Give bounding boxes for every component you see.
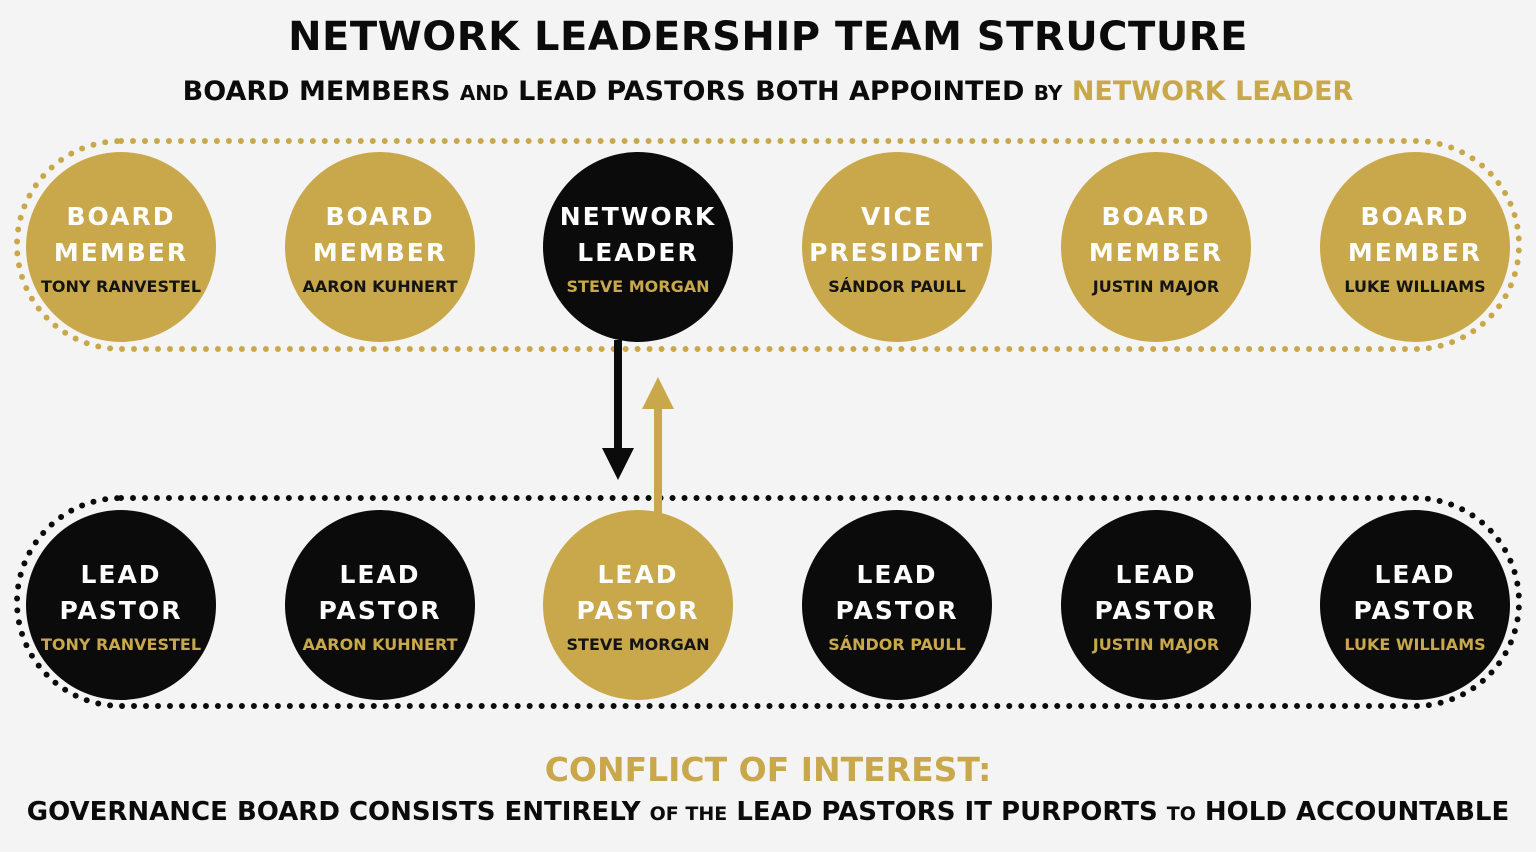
- role-line1: BOARD: [1101, 201, 1211, 231]
- down-arrow: [602, 340, 634, 480]
- person-name: AARON KUHNERT: [302, 276, 458, 296]
- up-arrow: [642, 377, 674, 515]
- subtitle-part1: BOARD MEMBERS: [182, 76, 451, 107]
- role-line1: LEAD: [856, 559, 938, 589]
- role-line1: NETWORK: [559, 201, 717, 231]
- pastor-circle: LEAD PASTOR LUKE WILLIAMS: [1320, 510, 1510, 700]
- page-subtitle: BOARD MEMBERS AND LEAD PASTORS BOTH APPO…: [0, 76, 1536, 107]
- role-line1: BOARD: [66, 201, 176, 231]
- person-name: JUSTIN MAJOR: [1092, 276, 1220, 296]
- role-line2: LEADER: [577, 237, 699, 267]
- person-name: LUKE WILLIAMS: [1344, 634, 1486, 654]
- pastor-circle: LEAD PASTOR TONY RANVESTEL: [26, 510, 216, 700]
- person-name: TONY RANVESTEL: [40, 276, 202, 296]
- role-line1: LEAD: [1374, 559, 1456, 589]
- conflict-statement: GOVERNANCE BOARD CONSISTS ENTIRELY OF TH…: [0, 797, 1536, 827]
- pastor-group-outline: [14, 495, 1522, 709]
- conflict-part5: HOLD ACCOUNTABLE: [1204, 797, 1510, 827]
- role-line1: LEAD: [597, 559, 679, 589]
- conflict-part4: TO: [1166, 803, 1196, 825]
- role-line1: LEAD: [80, 559, 162, 589]
- page-title: NETWORK LEADERSHIP TEAM STRUCTURE: [288, 14, 1248, 60]
- role-line1: VICE: [860, 201, 934, 231]
- board-group-outline: [14, 138, 1522, 352]
- pastor-circle: LEAD PASTOR JUSTIN MAJOR: [1061, 510, 1251, 700]
- board-circle: VICE PRESIDENT SÁNDOR PAULL: [802, 152, 992, 342]
- person-name: LUKE WILLIAMS: [1344, 276, 1486, 296]
- board-circle: NETWORK LEADER STEVE MORGAN: [543, 152, 733, 342]
- conflict-heading: CONFLICT OF INTEREST:: [544, 750, 992, 789]
- role-line2: PASTOR: [59, 595, 183, 625]
- conflict-part2: OF THE: [649, 803, 728, 825]
- board-circle: BOARD MEMBER AARON KUHNERT: [285, 152, 475, 342]
- board-circle: BOARD MEMBER LUKE WILLIAMS: [1320, 152, 1510, 342]
- board-circle: BOARD MEMBER JUSTIN MAJOR: [1061, 152, 1251, 342]
- role-line1: LEAD: [339, 559, 421, 589]
- subtitle-part5: NETWORK LEADER: [1071, 76, 1354, 107]
- role-line2: MEMBER: [312, 237, 448, 267]
- role-line2: PASTOR: [1353, 595, 1477, 625]
- role-line2: PASTOR: [318, 595, 442, 625]
- person-name: STEVE MORGAN: [566, 276, 710, 296]
- role-line2: MEMBER: [53, 237, 189, 267]
- person-name: AARON KUHNERT: [302, 634, 458, 654]
- role-line2: MEMBER: [1347, 237, 1483, 267]
- role-line2: MEMBER: [1088, 237, 1224, 267]
- role-line2: PRESIDENT: [809, 237, 985, 267]
- pastor-circle: LEAD PASTOR STEVE MORGAN: [543, 510, 733, 700]
- pastor-circle: LEAD PASTOR SÁNDOR PAULL: [802, 510, 992, 700]
- subtitle-part2: AND: [459, 81, 509, 105]
- conflict-part1: GOVERNANCE BOARD CONSISTS ENTIRELY: [26, 797, 641, 827]
- person-name: JUSTIN MAJOR: [1092, 634, 1220, 654]
- subtitle-part3: LEAD PASTORS BOTH APPOINTED: [518, 76, 1025, 107]
- person-name: SÁNDOR PAULL: [828, 276, 966, 296]
- role-line1: BOARD: [1360, 201, 1470, 231]
- conflict-part3: LEAD PASTORS IT PURPORTS: [736, 797, 1158, 827]
- pastor-circle: LEAD PASTOR AARON KUHNERT: [285, 510, 475, 700]
- person-name: SÁNDOR PAULL: [828, 634, 966, 654]
- person-name: STEVE MORGAN: [566, 634, 710, 654]
- board-circle: BOARD MEMBER TONY RANVESTEL: [26, 152, 216, 342]
- subtitle-part4: BY: [1033, 81, 1063, 105]
- role-line2: PASTOR: [1094, 595, 1218, 625]
- role-line1: BOARD: [325, 201, 435, 231]
- person-name: TONY RANVESTEL: [40, 634, 202, 654]
- role-line2: PASTOR: [576, 595, 700, 625]
- role-line2: PASTOR: [835, 595, 959, 625]
- role-line1: LEAD: [1115, 559, 1197, 589]
